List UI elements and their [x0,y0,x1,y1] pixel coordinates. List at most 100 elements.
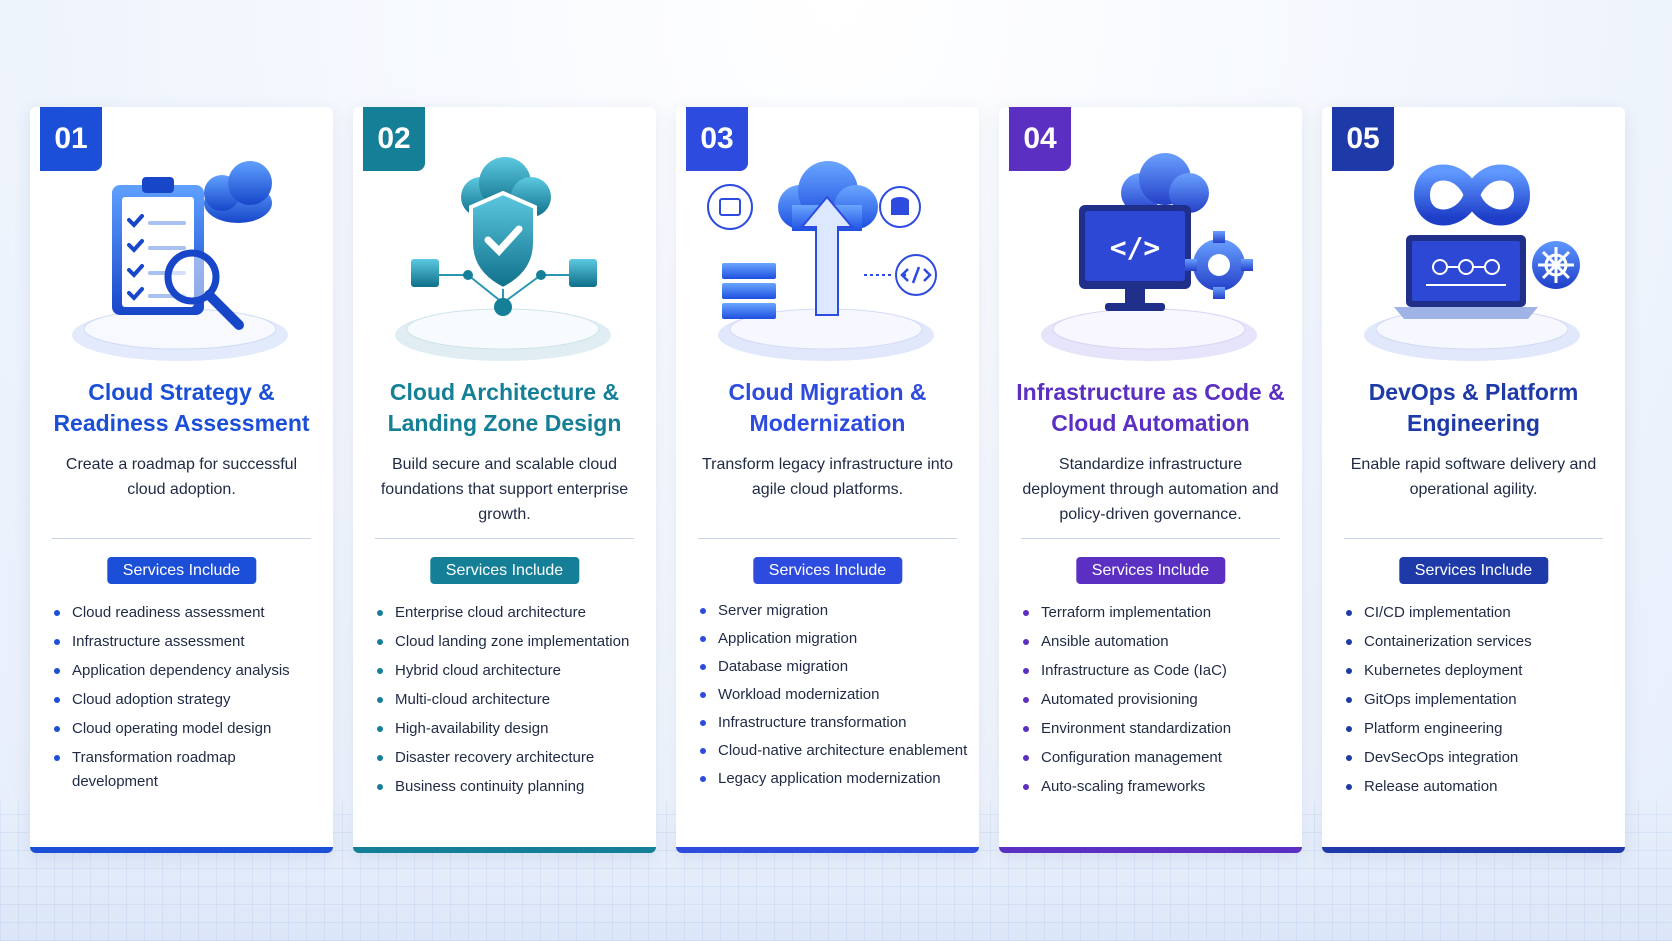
devops-infinity-laptop-kubernetes-icon [1342,135,1605,475]
list-item-text: Legacy application modernization [718,770,941,787]
services-list: Terraform implementation Ansible automat… [1021,601,1294,804]
services-list: Server migration Application migration D… [698,599,971,795]
list-item-text: Cloud readiness assessment [72,604,265,621]
services-list: Cloud readiness assessment Infrastructur… [52,601,325,799]
card-accent-bar [1322,847,1625,853]
divider [52,538,311,539]
bullet-icon [1023,668,1029,674]
card-title-line-1: DevOps & Platform [1368,379,1579,405]
list-item: Cloud readiness assessment [52,601,325,625]
bullet-icon [1346,668,1352,674]
list-item: Hybrid cloud architecture [375,659,648,683]
list-item-text: Terraform implementation [1041,604,1212,621]
card-number-badge: 03 [686,107,748,171]
list-item-text: Infrastructure assessment [72,633,245,650]
bullet-icon [54,726,60,732]
list-item: Workload modernization [698,683,971,707]
list-item-text: Hybrid cloud architecture [395,662,561,679]
list-item-text: Cloud landing zone implementation [395,633,630,650]
list-item: Legacy application modernization [698,767,971,791]
list-item-text: Disaster recovery architecture [395,749,595,766]
card-title: Cloud Migration & Modernization [686,377,969,439]
list-item: Enterprise cloud architecture [375,601,648,625]
list-item: Auto-scaling frameworks [1021,775,1294,799]
list-item-text: DevSecOps integration [1364,749,1519,766]
card-title: Infrastructure as Code & Cloud Automatio… [1009,377,1292,439]
bullet-icon [377,668,383,674]
card-description: Transform legacy infrastructure into agi… [701,456,954,498]
bullet-icon [1346,784,1352,790]
list-item: Infrastructure as Code (IaC) [1021,659,1294,683]
list-item-text: Infrastructure transformation [718,714,907,731]
card-accent-bar [676,847,979,853]
list-item: Configuration management [1021,746,1294,770]
list-item-text: Application dependency analysis [72,662,290,679]
divider [375,538,634,539]
shield-cloud-network-icon [373,135,636,475]
card-number-badge: 01 [40,107,102,171]
list-item: Release automation [1344,775,1617,799]
bullet-icon [54,697,60,703]
bullet-icon [54,610,60,616]
list-item: Kubernetes deployment [1344,659,1617,683]
bullet-icon [1346,726,1352,732]
list-item-text: Workload modernization [718,686,880,703]
list-item-text: Application migration [718,630,858,647]
list-item: Cloud landing zone implementation [375,630,648,654]
bullet-icon [377,610,383,616]
bullet-icon [1023,697,1029,703]
bullet-icon [700,608,706,614]
bullet-icon [1023,784,1029,790]
services-list: Enterprise cloud architecture Cloud land… [375,601,648,804]
card-title-line-2: Engineering [1407,410,1540,436]
list-item-text: Platform engineering [1364,720,1503,737]
list-item-text: High-availability design [395,720,549,737]
service-card-cloud-strategy: 01 [30,107,333,853]
card-title: Cloud Strategy & Readiness Assessment [40,377,323,439]
list-item: Transformation roadmap development [52,746,325,794]
card-title-line-2: Cloud Automation [1051,410,1250,436]
service-card-cloud-architecture: 02 Cloud [353,107,656,853]
services-include-badge: Services Include [752,557,903,584]
list-item: Terraform implementation [1021,601,1294,625]
card-accent-bar [353,847,656,853]
list-item: DevSecOps integration [1344,746,1617,770]
card-title-line-1: Cloud Strategy & [88,379,275,405]
bullet-icon [700,636,706,642]
list-item-text: Containerization services [1364,633,1532,650]
bullet-icon [377,697,383,703]
list-item-text: Environment standardization [1041,720,1232,737]
card-description: Create a roadmap for successful cloud ad… [65,456,298,498]
list-item: Environment standardization [1021,717,1294,741]
bullet-icon [377,784,383,790]
cloud-upload-servers-icon [696,135,959,475]
list-item-text: Automated provisioning [1041,691,1198,708]
services-list: CI/CD implementation Containerization se… [1344,601,1617,804]
services-include-badge: Services Include [429,557,580,584]
list-item: Automated provisioning [1021,688,1294,712]
list-item: CI/CD implementation [1344,601,1617,625]
list-item: Ansible automation [1021,630,1294,654]
code-monitor-gear-cloud-icon: </> [1019,135,1282,475]
service-card-cloud-migration: 03 [676,107,979,853]
card-title-line-2: Landing Zone Design [387,410,622,436]
bullet-icon [700,720,706,726]
list-item-text: Release automation [1364,778,1498,795]
list-item: Database migration [698,655,971,679]
list-item: Server migration [698,599,971,623]
list-item: Cloud-native architecture enablement [698,739,971,763]
bullet-icon [1023,639,1029,645]
card-description: Enable rapid software delivery and opera… [1350,456,1597,498]
bullet-icon [1346,610,1352,616]
card-title-line-1: Cloud Architecture & [389,379,620,405]
bullet-icon [377,639,383,645]
card-description: Standardize infrastructure deployment th… [1022,456,1279,523]
card-title-line-1: Cloud Migration & [728,379,927,405]
list-item: GitOps implementation [1344,688,1617,712]
list-item: Containerization services [1344,630,1617,654]
card-accent-bar [999,847,1302,853]
list-item-text: Infrastructure as Code (IaC) [1041,662,1227,679]
list-item: Infrastructure assessment [52,630,325,654]
list-item: Infrastructure transformation [698,711,971,735]
list-item: Application dependency analysis [52,659,325,683]
